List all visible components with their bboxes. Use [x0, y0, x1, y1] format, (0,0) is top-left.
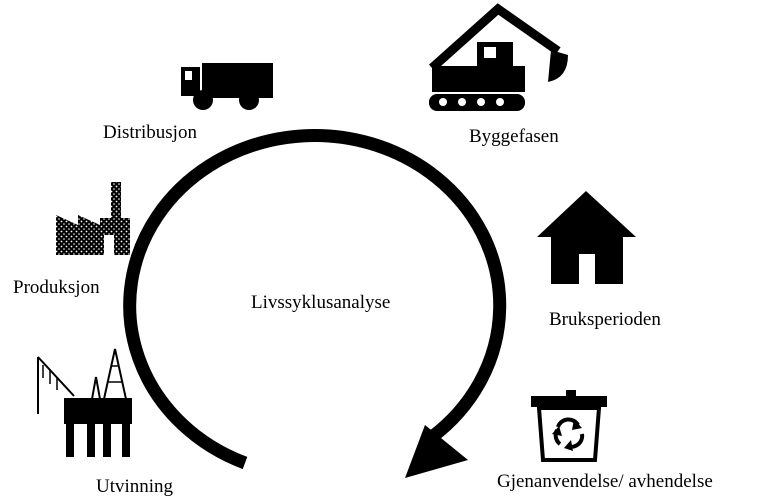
center-label: Livssyklusanalyse — [251, 292, 391, 313]
label-use: Bruksperioden — [549, 309, 661, 330]
truck-icon — [181, 63, 273, 110]
label-construction: Byggefasen — [469, 126, 559, 147]
label-end-of-life: Gjenanvendelse/ avhendelse — [497, 471, 713, 492]
label-production: Produksjon — [13, 277, 100, 298]
cycle-arrow — [123, 129, 507, 470]
oil-platform-icon — [37, 348, 132, 457]
recycle-bin-icon — [531, 390, 607, 462]
excavator-icon — [429, 3, 568, 111]
cycle-arrowhead — [405, 425, 468, 478]
label-extraction: Utvinning — [96, 476, 174, 497]
label-distribution: Distribusjon — [103, 122, 197, 143]
factory-icon — [56, 182, 130, 255]
house-icon — [537, 191, 636, 284]
